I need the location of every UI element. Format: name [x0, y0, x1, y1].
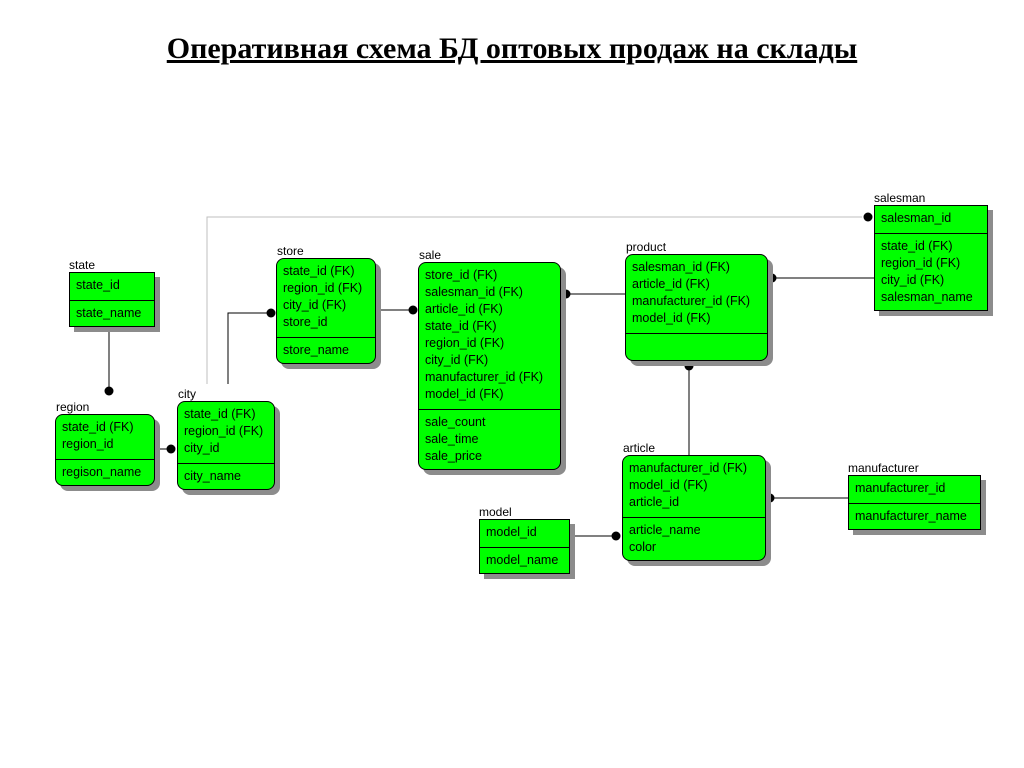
- entity-name-city: city: [178, 387, 196, 401]
- key-section: salesman_id: [875, 206, 987, 234]
- attribute: color: [629, 540, 657, 554]
- key-attribute: state_id: [76, 278, 120, 292]
- rel-city-store: [227, 312, 271, 384]
- rel-state-region-dot: [104, 386, 114, 396]
- key-attribute: manufacturer_id (FK): [632, 294, 751, 308]
- entity-state[interactable]: state_id state_name: [69, 272, 155, 327]
- attr-section: manufacturer_name: [849, 504, 980, 529]
- attr-section: state_name: [70, 301, 154, 326]
- key-attribute: state_id (FK): [62, 420, 134, 434]
- key-section: salesman_id (FK) article_id (FK) manufactu…: [626, 255, 767, 334]
- entity-name-product: product: [626, 240, 667, 254]
- rel-store-sale-dot: [408, 305, 418, 315]
- entity-region[interactable]: state_id (FK) region_id regison_name: [55, 414, 155, 486]
- key-attribute: article_id (FK): [425, 302, 503, 316]
- attribute: sale_count: [425, 415, 486, 429]
- attribute: sale_price: [425, 449, 482, 463]
- key-section: state_id (FK) region_id: [56, 415, 154, 460]
- entity-model[interactable]: model_id model_name: [479, 519, 570, 574]
- attr-section: sale_count sale_time sale_price: [419, 410, 560, 469]
- key-section: store_id (FK) salesman_id (FK) article_id …: [419, 263, 560, 410]
- key-attribute: model_id: [486, 525, 537, 539]
- rel-model-article-dot: [611, 531, 621, 541]
- entity-name-state: state: [69, 258, 96, 272]
- key-attribute: model_id (FK): [629, 478, 708, 492]
- entity-salesman[interactable]: salesman_id state_id (FK) region_id (FK) c…: [874, 205, 988, 311]
- key-attribute: state_id (FK): [184, 407, 256, 421]
- key-attribute: salesman_id (FK): [425, 285, 523, 299]
- key-attribute: state_id (FK): [283, 264, 355, 278]
- attr-section: regison_name: [56, 460, 154, 485]
- key-section: manufacturer_id (FK) model_id (FK) article…: [623, 456, 765, 518]
- entity-city[interactable]: state_id (FK) region_id (FK) city_id city_…: [177, 401, 275, 490]
- attr-section: store_name: [277, 338, 375, 363]
- key-attribute: state_id (FK): [425, 319, 497, 333]
- key-attribute: region_id (FK): [425, 336, 505, 350]
- attribute: city_id (FK): [881, 273, 945, 287]
- key-attribute: region_id: [62, 437, 114, 451]
- entity-sale[interactable]: store_id (FK) salesman_id (FK) article_id …: [418, 262, 561, 470]
- key-section: state_id (FK) region_id (FK) city_id: [178, 402, 274, 464]
- entity-article[interactable]: manufacturer_id (FK) model_id (FK) article…: [622, 455, 766, 561]
- attr-section: state_id (FK) region_id (FK) city_id (FK) s…: [875, 234, 987, 310]
- rel-city-store-dot: [266, 308, 276, 318]
- key-attribute: manufacturer_id (FK): [629, 461, 748, 475]
- key-attribute: city_id (FK): [283, 298, 347, 312]
- key-attribute: model_id (FK): [425, 387, 504, 401]
- diagram-title: Оперативная схема БД оптовых продаж на с…: [166, 32, 858, 65]
- rel-region-city-dot: [166, 444, 176, 454]
- key-attribute: model_id (FK): [632, 311, 711, 325]
- attr-section: model_name: [480, 548, 569, 573]
- entity-name-sale: sale: [419, 248, 442, 262]
- rel-salesman-product-dot: [767, 273, 777, 283]
- attribute: regison_name: [62, 465, 142, 479]
- attribute: article_name: [629, 523, 701, 537]
- key-attribute: salesman_id: [881, 211, 952, 225]
- attribute: manufacturer_name: [855, 509, 967, 523]
- attribute: region_id (FK): [881, 256, 961, 270]
- entity-product[interactable]: salesman_id (FK) article_id (FK) manufactu…: [625, 254, 768, 361]
- key-section: model_id: [480, 520, 569, 548]
- entity-name-article: article: [623, 441, 656, 455]
- key-attribute: city_id (FK): [425, 353, 489, 367]
- key-attribute: store_id (FK): [425, 268, 498, 282]
- attribute: state_id (FK): [881, 239, 953, 253]
- entity-store[interactable]: state_id (FK) region_id (FK) city_id (FK) s…: [276, 258, 376, 364]
- key-section: state_id (FK) region_id (FK) city_id (FK) s…: [277, 259, 375, 338]
- key-attribute: region_id (FK): [184, 424, 264, 438]
- attribute: sale_time: [425, 432, 479, 446]
- entity-name-region: region: [56, 400, 90, 414]
- key-attribute: manufacturer_id: [855, 481, 946, 495]
- key-section: state_id: [70, 273, 154, 301]
- rel-city-salesman: [206, 216, 862, 384]
- key-attribute: article_id (FK): [632, 277, 710, 291]
- key-attribute: salesman_id (FK): [632, 260, 730, 274]
- entity-manufacturer[interactable]: manufacturer_id manufacturer_name: [848, 475, 981, 530]
- attribute: salesman_name: [881, 290, 973, 304]
- key-attribute: article_id: [629, 495, 680, 509]
- key-attribute: store_id: [283, 315, 328, 329]
- entity-name-salesman: salesman: [874, 191, 926, 205]
- entity-name-model: model: [479, 505, 512, 519]
- attr-section: city_name: [178, 464, 274, 489]
- entity-name-store: store: [277, 244, 304, 258]
- attr-section: [626, 334, 767, 352]
- attribute: store_name: [283, 343, 350, 357]
- key-section: manufacturer_id: [849, 476, 980, 504]
- key-attribute: city_id: [184, 441, 220, 455]
- rel-article-product-dot: [684, 361, 694, 371]
- attribute: state_name: [76, 306, 142, 320]
- attribute: city_name: [184, 469, 241, 483]
- rel-manufacturer-article-dot: [765, 493, 775, 503]
- attribute: model_name: [486, 553, 559, 567]
- rel-city-salesman-dot: [863, 212, 873, 222]
- key-attribute: region_id (FK): [283, 281, 363, 295]
- rel-product-sale-dot: [561, 289, 571, 299]
- entity-name-manufacturer: manufacturer: [848, 461, 919, 475]
- key-attribute: manufacturer_id (FK): [425, 370, 544, 384]
